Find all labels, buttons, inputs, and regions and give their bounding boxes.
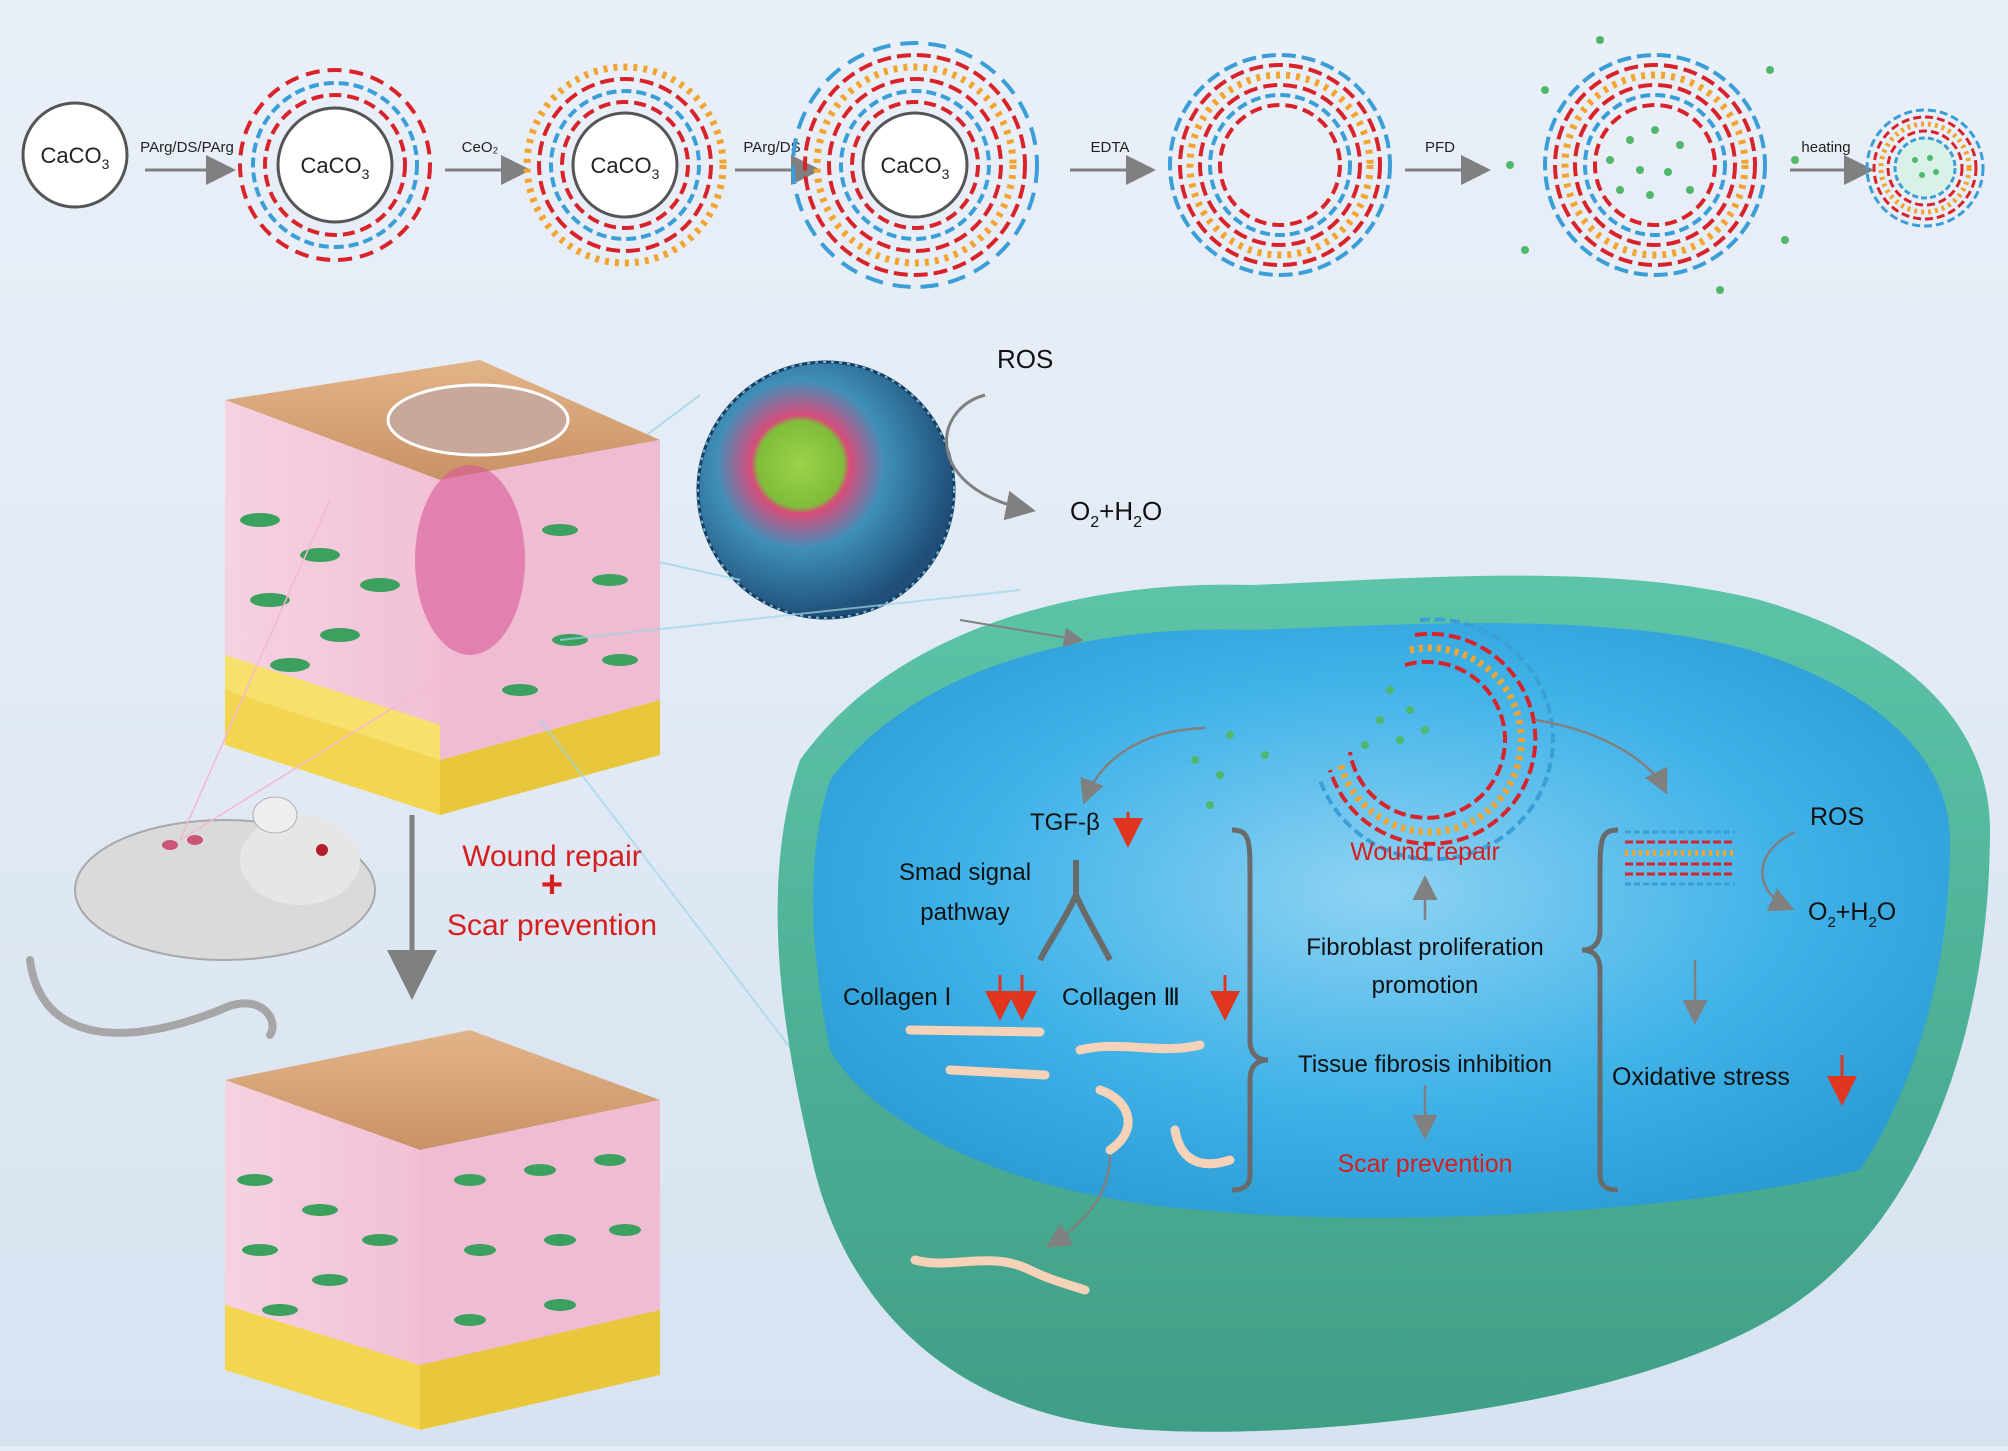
tgf-pathway-arrow	[1080, 726, 1206, 805]
step-label-heating: heating	[1801, 139, 1850, 156]
step-arrow-6: heating	[1790, 139, 1874, 185]
tgf-beta-label: TGF-β	[1030, 809, 1100, 836]
step-arrow-4: EDTA	[1070, 139, 1156, 185]
step-arrow-1: PArg/DS/PArg	[140, 139, 236, 185]
smad-fork-arrow	[1037, 860, 1113, 962]
collagen-1-label: Collagen Ⅰ	[843, 984, 951, 1011]
core-label-4: CaCO3	[881, 153, 950, 182]
o2-h2o-cell-label: O2+H2O	[1808, 898, 1896, 931]
ros-cell-label: ROS	[1810, 803, 1864, 831]
pfd-drug-dots	[1506, 36, 1799, 294]
released-drug-dots	[1191, 731, 1269, 809]
fibroblast-cells-bottom	[237, 1154, 641, 1326]
collagen-fibers	[905, 1025, 1235, 1295]
fibrosis-inhibition-label: Tissue fibrosis inhibition	[1298, 1051, 1552, 1078]
step-arrow-5: PFD	[1405, 139, 1491, 185]
capsule-stage3: CaCO3	[523, 63, 727, 267]
fat-layer	[225, 690, 440, 815]
capsule-fragments	[1625, 830, 1735, 886]
zoom-lines	[539, 589, 1021, 1101]
core-label-3: CaCO3	[591, 153, 660, 182]
ros-conversion-arrow	[945, 393, 1036, 521]
scar-prevention-outcome: Scar prevention	[447, 909, 657, 942]
skin-block-wounded	[225, 360, 660, 815]
treatment-outcome: Wound repair + Scar prevention	[387, 815, 657, 1000]
wound-repair-outcome: Wound repair	[462, 840, 642, 873]
o2-h2o-label: O2+H2O	[1070, 496, 1162, 531]
capsule-releasing-drug	[1318, 617, 1555, 862]
capsule-stage4: CaCO3	[791, 41, 1039, 289]
fibroblast-line-1: Fibroblast proliferation	[1306, 934, 1543, 961]
step-label-parg-ds: PArg/DS	[743, 139, 800, 156]
core-label-1: CaCO3	[41, 143, 110, 172]
synthesis-scheme: CaCO3 PArg/DS/PArg CaCO3 CeO₂ CaCO3	[21, 36, 1985, 294]
skin-block-healed	[225, 1030, 660, 1430]
wound-repair-effect: Wound repair	[1350, 838, 1500, 866]
oxidative-stress-label: Oxidative stress	[1612, 1063, 1790, 1091]
smad-line-2: pathway	[920, 899, 1009, 926]
caco3-core-stage1: CaCO3	[21, 101, 129, 209]
scar-prevention-effect: Scar prevention	[1337, 1150, 1512, 1178]
capsule-stage2: CaCO3	[238, 68, 432, 262]
ros-label: ROS	[997, 344, 1053, 374]
ros-pathway-arrow	[1534, 718, 1668, 795]
right-brace	[1581, 827, 1619, 1193]
fibroblast-cell: TGF-β Smad signal pathway Collagen Ⅰ Col…	[777, 575, 1990, 1432]
fibroblast-cells-top	[240, 513, 638, 696]
step-label-pfd: PFD	[1425, 139, 1455, 156]
left-brace	[1231, 827, 1269, 1193]
smad-line-1: Smad signal	[899, 859, 1031, 886]
mouse-illustration	[26, 499, 471, 1039]
core-label-2: CaCO3	[301, 153, 370, 182]
step-label-parg-ds-parg: PArg/DS/PArg	[140, 139, 234, 156]
step-arrow-2: CeO₂	[445, 139, 531, 185]
step-label-edta: EDTA	[1091, 139, 1130, 156]
wound-cavity	[415, 465, 525, 655]
capsule-stage7-heated	[1865, 108, 1985, 228]
fibroblast-line-2: promotion	[1372, 972, 1479, 999]
plus-sign: +	[541, 864, 563, 906]
step-arrow-3: PArg/DS	[735, 139, 821, 185]
capsule-stage6-loaded	[1506, 36, 1799, 294]
hydrogel-patch	[386, 383, 570, 457]
step-label-ceo2: CeO₂	[462, 139, 499, 156]
nanosphere-ros-scavenging: ROS O2+H2O	[559, 344, 1162, 620]
capsule-stage5-hollow	[1168, 53, 1392, 277]
collagen-3-label: Collagen Ⅲ	[1062, 984, 1180, 1011]
